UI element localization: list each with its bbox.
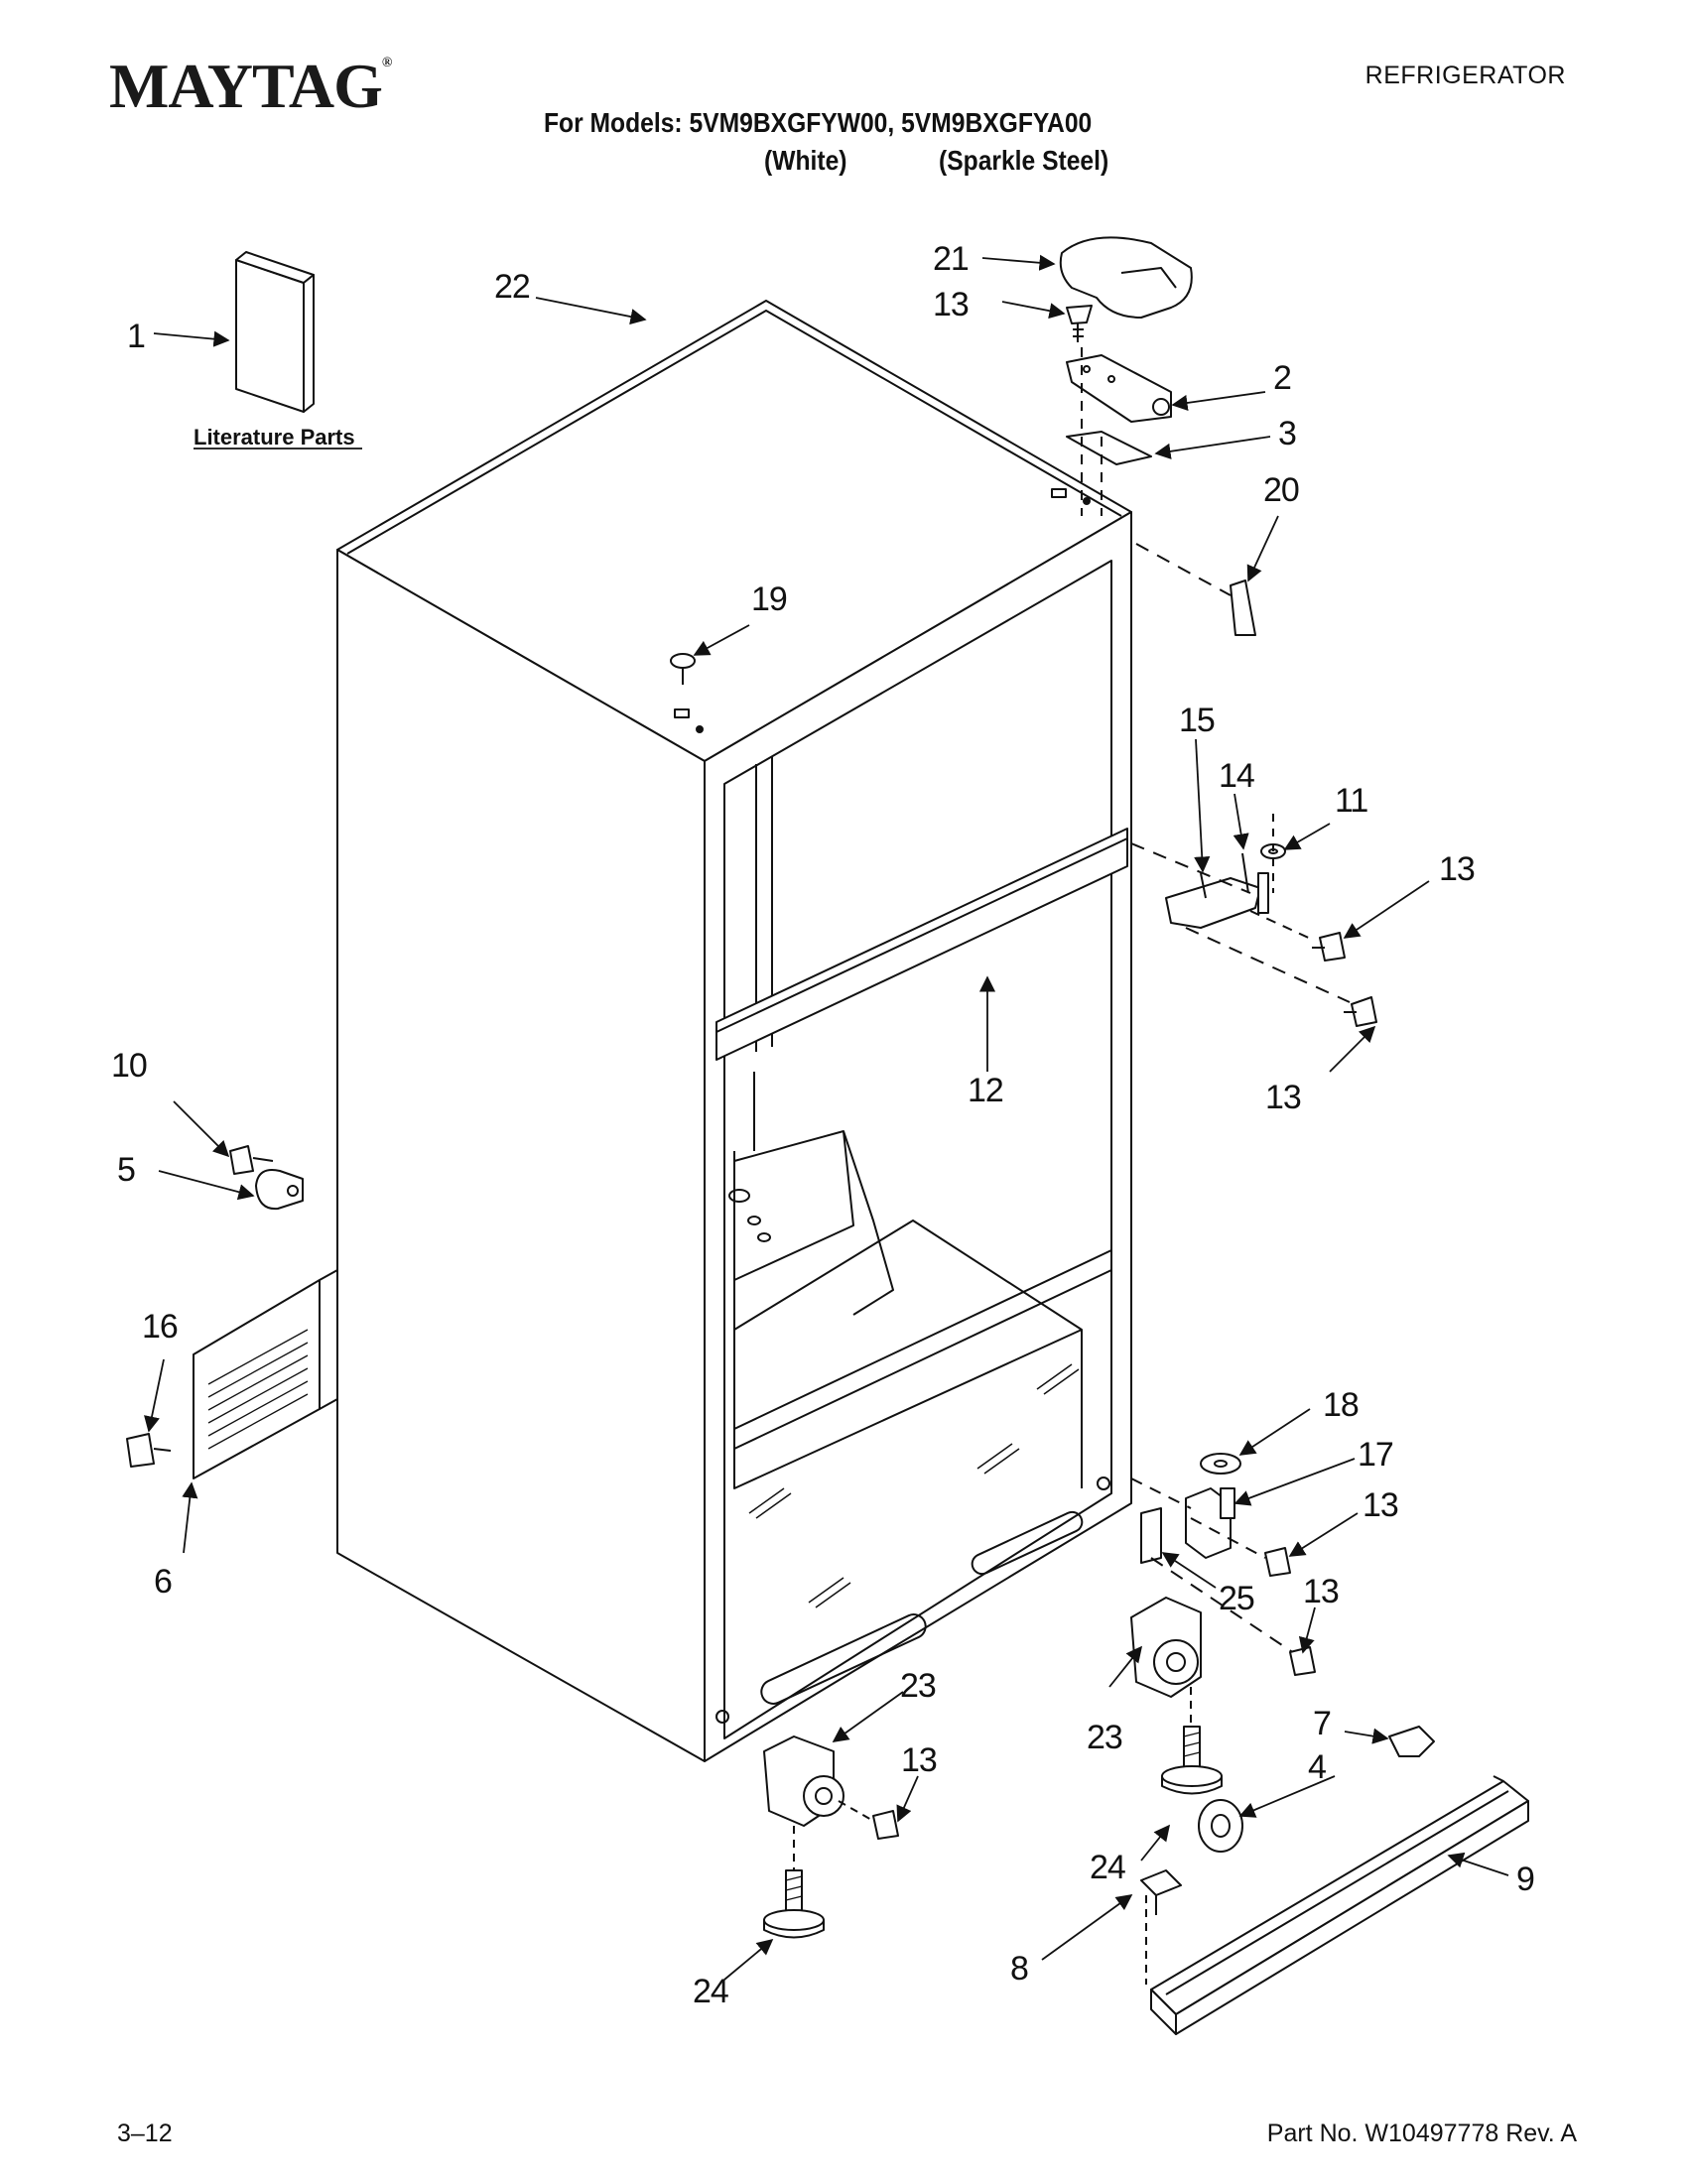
bottom-hinge-washer (1200, 1453, 1241, 1475)
screw-bottom-hinge-1 (1264, 1547, 1291, 1577)
literature-parts-label: Literature Parts (194, 425, 355, 450)
part-label-19: 19 (751, 580, 787, 618)
part-label-5: 5 (117, 1151, 135, 1189)
part-label-13: 13 (933, 286, 969, 323)
leveling-leg-left (763, 1869, 825, 1939)
part-label-21: 21 (933, 240, 969, 278)
part-label-16: 16 (142, 1308, 178, 1346)
access-panel (193, 1269, 338, 1479)
part-label-10: 10 (111, 1047, 147, 1085)
roller-assembly-right (1130, 1597, 1202, 1698)
roller-wheel (1198, 1799, 1243, 1853)
part-label-15: 15 (1179, 702, 1215, 739)
part-label-3: 3 (1278, 415, 1296, 452)
screw-center-hinge-1 (1312, 932, 1346, 962)
screw-center-hinge-2 (1344, 996, 1377, 1027)
literature-booklet (235, 251, 315, 413)
screw-top-hinge (1066, 305, 1093, 342)
part-label-23: 23 (900, 1667, 936, 1705)
part-label-8: 8 (1010, 1950, 1028, 1988)
part-label-11: 11 (1335, 782, 1367, 820)
part-label-20: 20 (1263, 471, 1299, 509)
part-number-footer: Part No. W10497778 Rev. A (1266, 2120, 1577, 2147)
tubing-clamp (255, 1169, 304, 1211)
document-type: REFRIGERATOR (1364, 62, 1566, 89)
models-line: For Models: 5VM9BXGFYW00, 5VM9BXGFYA00 (544, 107, 1093, 138)
grille-bracket (1388, 1726, 1435, 1757)
hinge-spacer (1140, 1507, 1162, 1564)
brand-name: MAYTAG (109, 51, 383, 121)
part-label-13: 13 (901, 1741, 937, 1779)
plug-button (670, 653, 696, 685)
leader-lines (144, 254, 1509, 1981)
part-label-25: 25 (1219, 1580, 1254, 1617)
part-label-13: 13 (1439, 850, 1475, 888)
bottom-hinge (1185, 1487, 1235, 1559)
refrigerator-cabinet (336, 300, 1132, 1762)
part-label-6: 6 (154, 1563, 172, 1601)
roller-assembly-left (763, 1735, 844, 1827)
screw-clamp (229, 1145, 274, 1175)
part-label-17: 17 (1358, 1436, 1393, 1474)
brand-registered-mark: ® (381, 56, 393, 70)
screw-roller-left (872, 1810, 899, 1840)
part-label-13: 13 (1265, 1079, 1301, 1116)
variant-white: (White) (764, 145, 847, 176)
part-label-2: 2 (1273, 359, 1291, 397)
page-number: 3–12 (117, 2120, 173, 2147)
part-label-18: 18 (1323, 1386, 1359, 1424)
part-label-14: 14 (1219, 757, 1254, 795)
leveling-leg-right (1161, 1726, 1223, 1795)
screw-access-panel (126, 1433, 172, 1468)
part-label-13: 13 (1303, 1573, 1339, 1610)
center-hinge (1165, 852, 1269, 929)
top-hinge (1066, 354, 1172, 423)
part-label-4: 4 (1308, 1748, 1326, 1786)
hinge-shim (1066, 431, 1152, 465)
part-label-13: 13 (1363, 1486, 1398, 1524)
grille-clip (1140, 1869, 1182, 1915)
brand-logo: MAYTAG® (109, 50, 393, 123)
part-label-23: 23 (1087, 1719, 1122, 1756)
part-label-22: 22 (494, 268, 530, 306)
part-label-24: 24 (693, 1973, 728, 2010)
top-hinge-cover (1059, 236, 1193, 319)
part-label-24: 24 (1090, 1849, 1125, 1886)
part-label-7: 7 (1313, 1705, 1331, 1742)
variant-sparkle-steel: (Sparkle Steel) (939, 145, 1109, 176)
base-grille (1150, 1775, 1529, 2035)
part-label-1: 1 (127, 318, 145, 355)
part-label-12: 12 (968, 1072, 1003, 1109)
door-stop (1230, 579, 1256, 636)
part-label-9: 9 (1516, 1861, 1534, 1898)
